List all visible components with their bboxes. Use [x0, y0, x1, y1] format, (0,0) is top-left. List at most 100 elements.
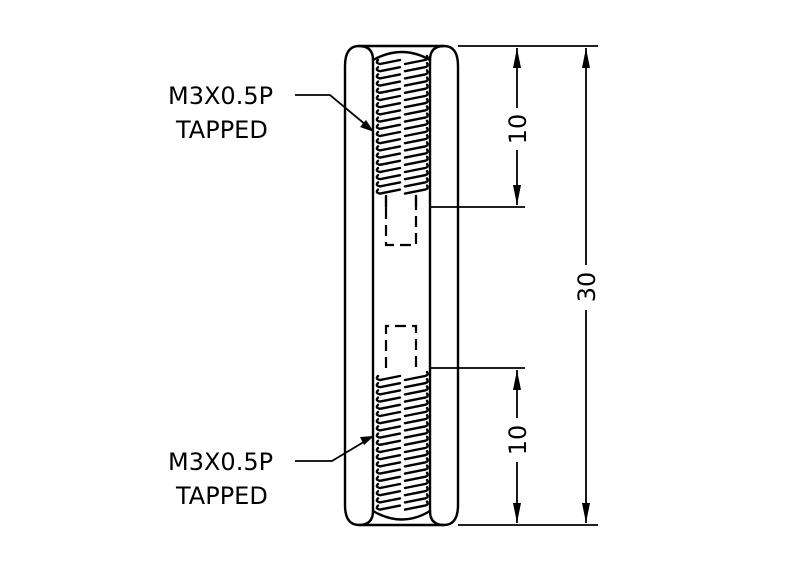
- thread-crest: [375, 73, 402, 80]
- thread-crest: [375, 439, 402, 447]
- thread-crest: [403, 155, 429, 166]
- thread-crest: [375, 66, 402, 73]
- thread-crest: [403, 112, 429, 123]
- thread-crest: [375, 461, 402, 468]
- thread-crest: [403, 90, 429, 102]
- thread-crest: [403, 105, 429, 116]
- standoff-body: [343, 44, 460, 527]
- thread-crest: [375, 482, 402, 490]
- thread-crest: [403, 406, 429, 418]
- thread-crest: [375, 145, 402, 152]
- thread-crest: [375, 454, 402, 461]
- thread-crest: [403, 385, 429, 396]
- thread-crest: [403, 83, 429, 94]
- thread-crest: [375, 94, 402, 102]
- thread-crest: [375, 109, 402, 116]
- thread-crest: [375, 80, 402, 87]
- top-thread-pattern: [375, 54, 429, 195]
- leader-line: [295, 94, 373, 131]
- callout-bottom: M3X0.5P TAPPED: [168, 436, 374, 510]
- thread-crest: [375, 418, 402, 425]
- thread-crest: [375, 403, 402, 411]
- thread-crest: [403, 370, 429, 382]
- leader-arrowhead: [360, 436, 374, 445]
- thread-crest: [403, 162, 429, 174]
- thread-crest: [375, 410, 402, 418]
- leader-arrowhead: [360, 120, 374, 132]
- thread-crest: [403, 450, 429, 461]
- thread-crest: [375, 87, 402, 95]
- thread-crest: [403, 148, 429, 159]
- thread-crest: [375, 181, 402, 188]
- thread-crest: [403, 119, 429, 130]
- thread-crest: [403, 170, 429, 181]
- dim-text-bottom-10: 10: [504, 425, 532, 456]
- thread-crest: [403, 457, 429, 468]
- thread-crest: [403, 378, 429, 389]
- arrowhead-up: [513, 370, 521, 390]
- bottom-thread-pattern: [375, 370, 429, 511]
- thread-crest: [403, 414, 429, 425]
- body-right-face: [428, 44, 460, 527]
- thread-crest: [375, 138, 402, 145]
- thread-crest: [403, 399, 429, 410]
- thread-crest: [375, 58, 402, 66]
- thread-crest: [403, 69, 429, 80]
- thread-crest: [403, 392, 429, 403]
- thread-crest: [403, 486, 429, 497]
- thread-crest: [403, 471, 429, 482]
- thread-crest: [403, 442, 429, 454]
- leader-line: [295, 436, 373, 462]
- arrowhead-down: [513, 503, 521, 523]
- thread-crest: [403, 126, 429, 138]
- thread-crest: [375, 116, 402, 123]
- thread-crest: [375, 152, 402, 159]
- thread-crest: [375, 490, 402, 497]
- thread-crest: [375, 504, 402, 511]
- thread-crest: [375, 123, 402, 131]
- arrowhead-up: [582, 48, 590, 68]
- thread-crest: [403, 177, 429, 188]
- dim-text-overall-30: 30: [573, 272, 601, 303]
- thread-crest: [375, 475, 402, 483]
- thread-crest: [375, 188, 402, 195]
- callout-top-line2: TAPPED: [175, 116, 268, 144]
- arrowhead-up: [513, 48, 521, 68]
- thread-crest: [403, 141, 429, 152]
- top-chamfer-arc: [371, 50, 432, 62]
- thread-crest: [375, 389, 402, 396]
- thread-crest: [375, 102, 402, 109]
- thread-crest: [375, 468, 402, 475]
- body-left-face: [343, 44, 375, 527]
- thread-crest: [375, 396, 402, 403]
- thread-crest: [375, 166, 402, 174]
- callout-bottom-line1: M3X0.5P: [168, 448, 273, 476]
- thread-crest: [403, 54, 429, 66]
- dimension-overall-length: 30: [573, 48, 601, 523]
- thread-crest: [403, 464, 429, 475]
- thread-crest: [375, 174, 402, 181]
- callout-top: M3X0.5P TAPPED: [168, 82, 374, 144]
- thread-crest: [403, 62, 429, 73]
- bottom-hidden-drill-hole: [384, 324, 418, 368]
- thread-crest: [403, 421, 429, 432]
- thread-crest: [403, 428, 429, 439]
- thread-crest: [403, 435, 429, 446]
- thread-crest: [375, 159, 402, 167]
- arrowhead-down: [513, 185, 521, 205]
- thread-crest: [375, 382, 402, 389]
- dim-text-top-10: 10: [504, 114, 532, 145]
- thread-crest: [375, 432, 402, 439]
- thread-crest: [403, 76, 429, 87]
- thread-crest: [403, 134, 429, 145]
- thread-crest: [403, 493, 429, 504]
- top-hidden-drill-hole: [384, 208, 418, 247]
- thread-crest: [375, 425, 402, 432]
- thread-crest: [403, 98, 429, 109]
- thread-crest: [375, 446, 402, 454]
- thread-crest: [375, 374, 402, 382]
- bottom-chamfer-arc: [371, 509, 432, 521]
- callout-top-line1: M3X0.5P: [168, 82, 273, 110]
- thread-crest: [403, 184, 429, 195]
